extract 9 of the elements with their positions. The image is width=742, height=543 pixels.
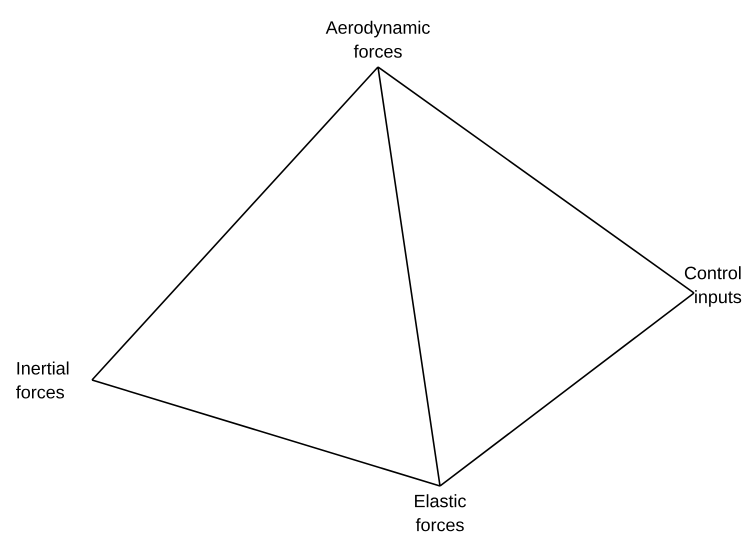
pyramid-edge (378, 66, 694, 294)
pyramid-edge (377, 66, 441, 486)
pyramid-edge (92, 379, 440, 487)
vertex-label: Elastic forces (415, 494, 466, 532)
pyramid-edge (91, 66, 379, 381)
pyramid-edge (440, 292, 694, 487)
vertex-label: Aerodynamic forces (326, 20, 430, 58)
vertex-label: Inertial forces (16, 361, 68, 399)
vertex-label: Control inputs (684, 266, 742, 307)
